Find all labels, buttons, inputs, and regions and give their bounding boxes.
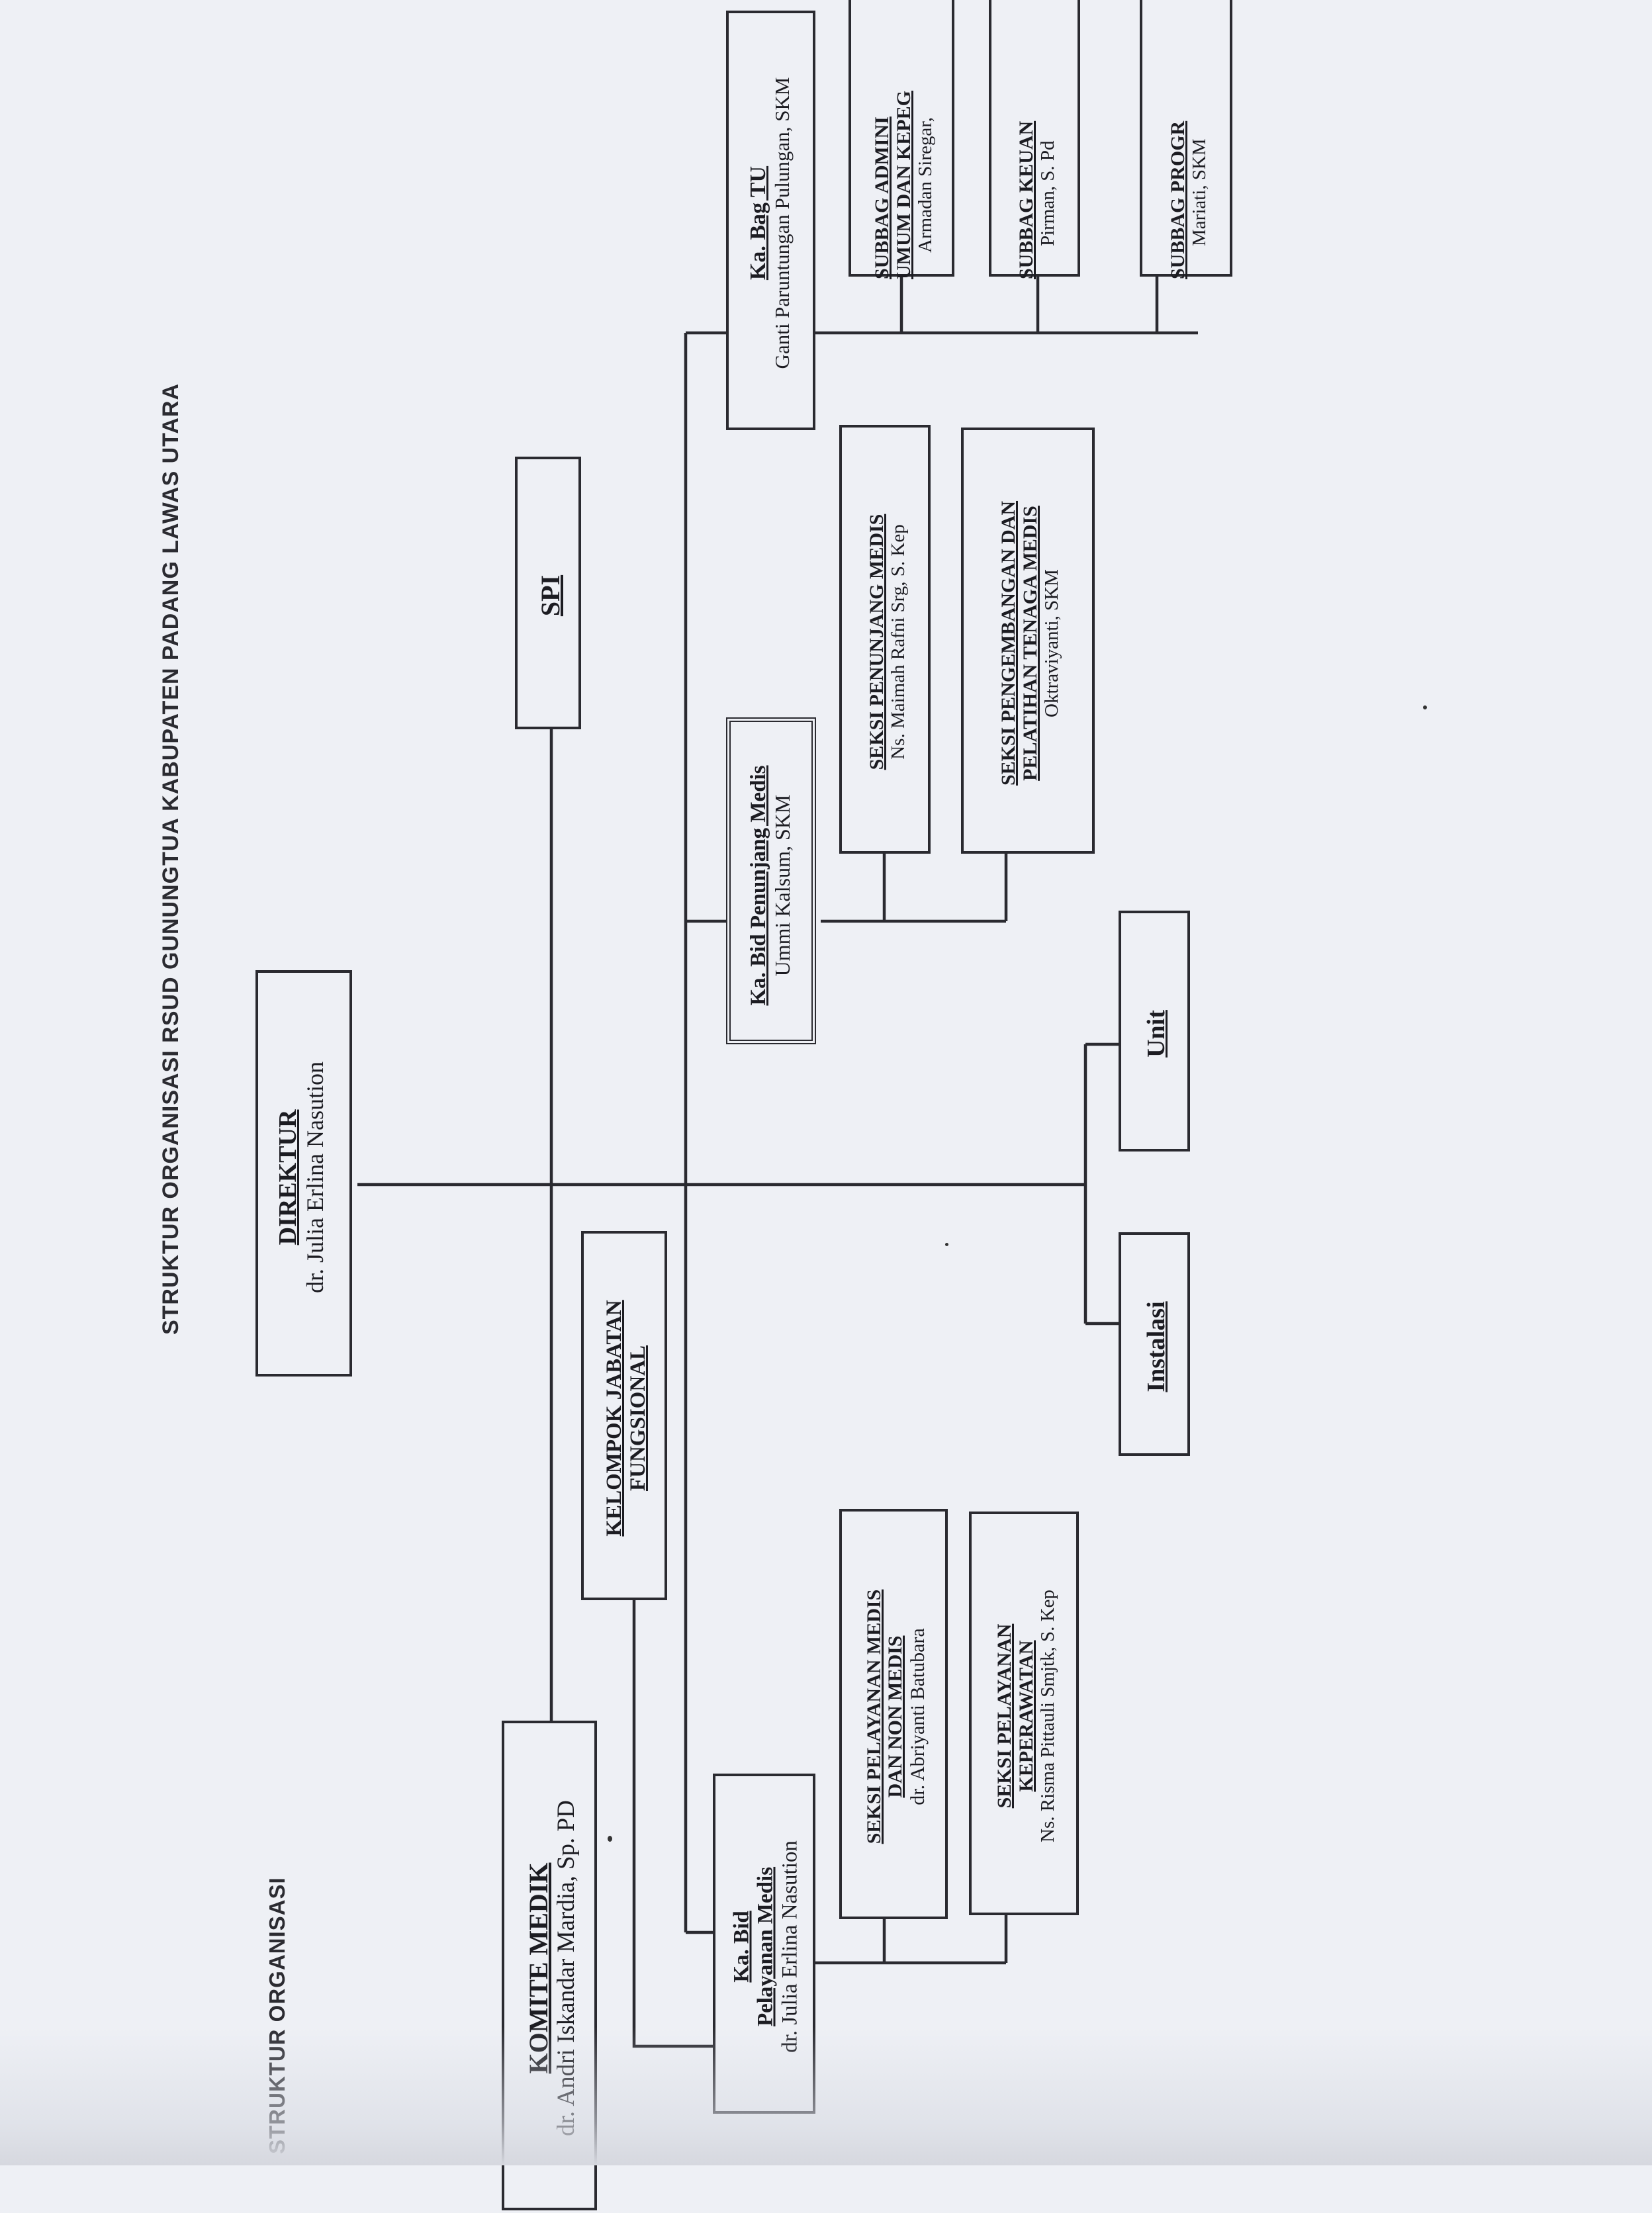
subbag-admin-title-line1: SUBBAG ADMINI xyxy=(871,116,894,279)
page-title: STRUKTUR ORGANISASI RSUD GUNUNGTUA KABUP… xyxy=(158,383,183,1335)
seksi-pengembangan-title-line2: PELATIHAN TENAGA MEDIS xyxy=(1019,506,1041,781)
ka-bid-pelayanan-name: dr. Julia Erlina Nasution xyxy=(778,1840,802,2053)
scan-speck xyxy=(1423,705,1427,709)
unit-box: Unit xyxy=(1119,911,1190,1152)
seksi-penunjang-medis-title: SEKSI PENUNJANG MEDIS xyxy=(865,514,888,770)
seksi-keperawatan-name: Ns. Risma Pittauli Smjtk, S. Kep xyxy=(1037,1590,1059,1842)
connector-tu-subbag xyxy=(815,277,1198,335)
seksi-pelayanan-medis-title-line2: DAN NON MEDIS xyxy=(884,1635,907,1798)
scan-speck xyxy=(608,1836,612,1842)
ka-bag-tu-box: Ka. Bag TU Ganti Paruntungan Pulungan, S… xyxy=(726,11,815,430)
kelompok-jabatan-title-line1: KELOMPOK JABATAN xyxy=(602,1300,627,1537)
seksi-pengembangan-name: Oktraviyanti, SKM xyxy=(1041,569,1063,717)
seksi-keperawatan-box: SEKSI PELAYANAN KEPERAWATAN Ns. Risma Pi… xyxy=(969,1512,1079,1915)
scan-speck xyxy=(945,1243,948,1246)
instalasi-box: Instalasi xyxy=(1119,1232,1190,1456)
connector-kelompok xyxy=(632,1600,713,2048)
seksi-penunjang-medis-name: Ns. Maimah Rafni Srg, S. Kep xyxy=(887,524,909,760)
spi-title: SPI xyxy=(535,574,566,617)
subbag-program-title: SUBBAG PROGR xyxy=(1166,120,1189,279)
subbag-admin-box: SUBBAG ADMINI UMUM DAN KEPEG Armadan Sir… xyxy=(849,0,954,279)
instalasi-title: Instalasi xyxy=(1142,1301,1171,1392)
scan-shadow-edge xyxy=(0,2026,1652,2165)
spi-box: SPI xyxy=(515,457,581,729)
subbag-keuangan-title: SUBBAG KEUAN xyxy=(1015,120,1037,279)
ka-bag-tu-name: Ganti Paruntungan Pulungan, SKM xyxy=(770,77,794,369)
direktur-box: DIREKTUR dr. Julia Erlina Nasution xyxy=(255,970,352,1377)
subbag-admin-name: Armadan Siregar, xyxy=(915,117,937,253)
subbag-admin-title-line2: UMUM DAN KEPEG xyxy=(892,91,915,279)
ka-bid-penunjang-title: Ka. Bid Penunjang Medis xyxy=(747,765,771,1006)
ka-bid-penunjang-name: Ummi Kalsum, SKM xyxy=(770,794,794,977)
direktur-name: dr. Julia Erlina Nasution xyxy=(302,1061,329,1293)
subbag-keuangan-box: SUBBAG KEUAN Pirman, S. Pd xyxy=(989,0,1080,279)
seksi-penunjang-medis-box: SEKSI PENUNJANG MEDIS Ns. Maimah Rafni S… xyxy=(839,425,931,854)
seksi-keperawatan-title-line1: SEKSI PELAYANAN xyxy=(993,1623,1016,1809)
connector-pelayanan-seksi xyxy=(815,1915,1008,1965)
seksi-pelayanan-medis-name: dr. Abriyanti Batubara xyxy=(906,1628,929,1805)
ka-bid-pelayanan-title-line2: Pelayanan Medis xyxy=(753,1866,778,2027)
subbag-program-box: SUBBAG PROGR Mariati, SKM xyxy=(1140,0,1232,279)
kelompok-jabatan-title-line2: FUNGSIONAL xyxy=(626,1345,650,1492)
seksi-pengembangan-title-line1: SEKSI PENGEMBANGAN DAN xyxy=(997,500,1020,786)
ka-bid-penunjang-box: Ka. Bid Penunjang Medis Ummi Kalsum, SKM xyxy=(726,717,816,1044)
connector-instalasi-unit xyxy=(1083,1042,1119,1326)
seksi-pelayanan-medis-box: SEKSI PELAYANAN MEDIS DAN NON MEDIS dr. … xyxy=(839,1509,948,1919)
kelompok-jabatan-box: KELOMPOK JABATAN FUNGSIONAL xyxy=(581,1231,667,1600)
unit-title: Unit xyxy=(1142,1010,1171,1058)
seksi-keperawatan-title-line2: KEPERAWATAN xyxy=(1015,1640,1037,1792)
subbag-keuangan-name: Pirman, S. Pd xyxy=(1036,140,1058,246)
connector-penunjang-seksi xyxy=(821,854,1008,923)
ka-bid-pelayanan-title-line1: Ka. Bid xyxy=(729,1911,754,1983)
subbag-program-name: Mariati, SKM xyxy=(1188,138,1210,246)
seksi-pengembangan-box: SEKSI PENGEMBANGAN DAN PELATIHAN TENAGA … xyxy=(961,428,1095,854)
connector-lines xyxy=(357,277,1198,2048)
ka-bag-tu-title: Ka. Bag TU xyxy=(746,165,771,281)
seksi-pelayanan-medis-title-line1: SEKSI PELAYANAN MEDIS xyxy=(862,1589,885,1844)
direktur-title: DIREKTUR xyxy=(274,1109,302,1245)
